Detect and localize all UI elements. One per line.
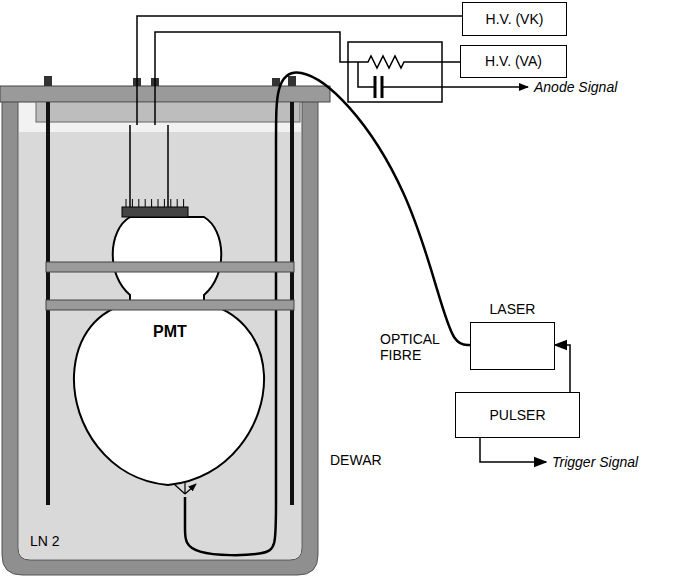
- photomultiplier-tube: PMT: [68, 125, 278, 497]
- signal-name: Trigger Signal: [552, 454, 638, 470]
- pmt-outline: [68, 125, 278, 497]
- pmt-glass: [74, 217, 264, 485]
- trigger-connector: [555, 345, 570, 392]
- power-supply-box: H.V. (VA): [460, 45, 567, 78]
- pmt-socket: [122, 207, 188, 217]
- feedthrough: [272, 78, 280, 86]
- socket-pin: [177, 199, 178, 207]
- dewar-cavity: [18, 100, 302, 560]
- medium-label: LN 2: [28, 532, 62, 550]
- hv-cable: [155, 32, 460, 125]
- socket-pin: [132, 199, 133, 207]
- power-supply-box: H.V. (VK): [462, 2, 567, 36]
- pmt-neck: [130, 125, 168, 207]
- hv-cable: [137, 16, 462, 125]
- resistor-symbol: [364, 56, 406, 68]
- screw-head: [44, 76, 52, 86]
- socket-pin: [151, 199, 152, 207]
- screw-head: [288, 76, 296, 86]
- socket-pin: [164, 199, 165, 207]
- part-label: OPTICAL FIBRE: [378, 330, 448, 364]
- clamp-bar: [46, 262, 294, 272]
- tube-label: PMT: [68, 323, 272, 341]
- clamp-bar: [46, 300, 294, 310]
- trigger-line: [480, 438, 546, 462]
- box-label: PULSER: [489, 407, 545, 423]
- rc-network-box: [348, 42, 442, 102]
- socket-pin: [138, 199, 139, 207]
- box-label: H.V. (VA): [485, 53, 542, 69]
- box-label: H.V. (VK): [486, 11, 544, 27]
- socket-pin: [145, 199, 146, 207]
- pulser-box: PULSER: [455, 392, 580, 438]
- signal-name: Anode Signal: [534, 79, 617, 95]
- laser-box: LASER: [470, 322, 555, 370]
- capacitor-lead: [358, 62, 374, 87]
- box-heading: LASER: [471, 301, 554, 317]
- socket-pin: [183, 199, 184, 207]
- part-label: DEWAR: [330, 452, 382, 468]
- anode-signal-line: [383, 86, 528, 88]
- liquid-nitrogen: [19, 132, 301, 559]
- capacitor-plate: [374, 76, 377, 98]
- socket-pin: [126, 199, 127, 207]
- dewar-wall: [2, 100, 318, 575]
- lid-plug: [36, 102, 300, 122]
- socket-pin: [170, 199, 171, 207]
- socket-pin: [158, 199, 159, 207]
- resistor-gap: [364, 54, 406, 70]
